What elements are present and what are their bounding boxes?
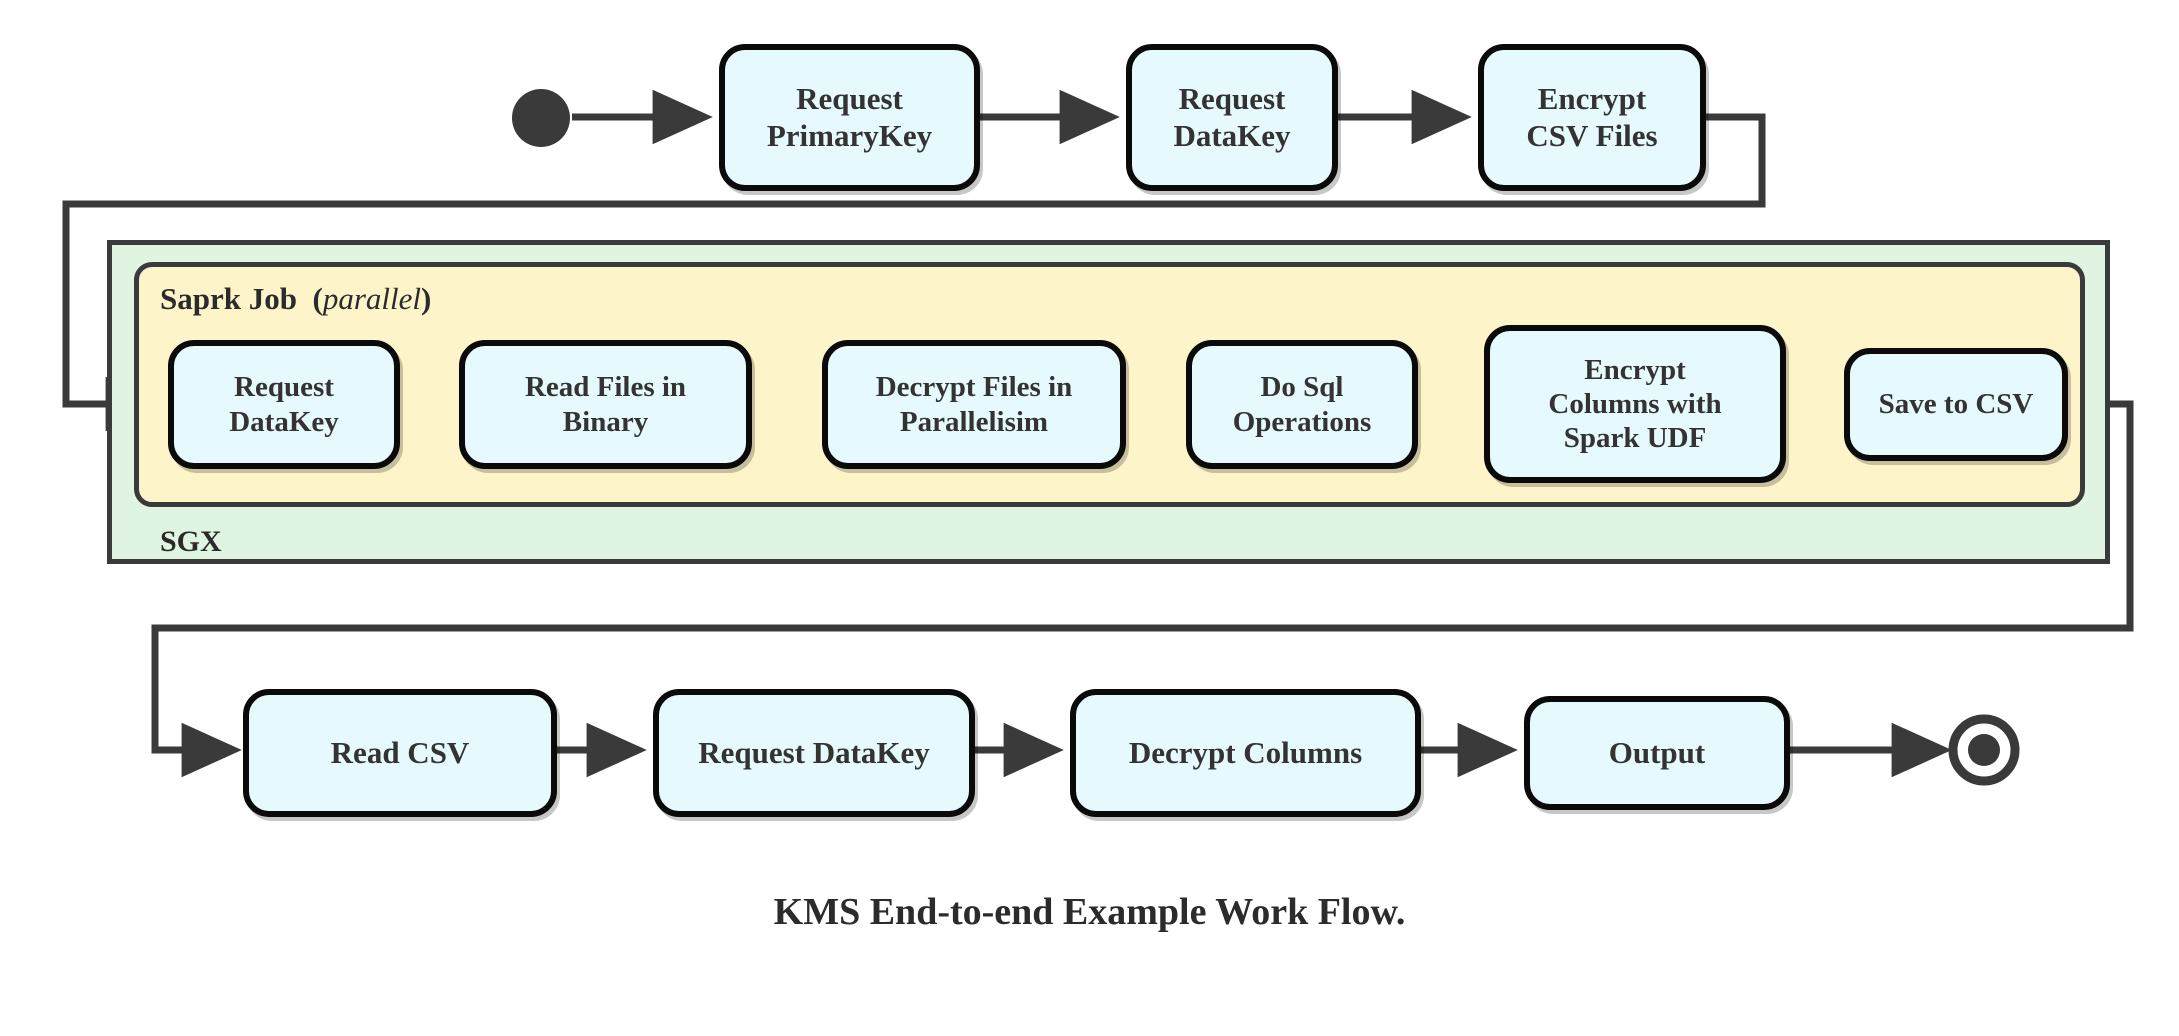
node-request-datakey-spark-line-1: Request [234, 371, 334, 404]
node-request-primarykey-line-2: PrimaryKey [766, 117, 933, 153]
node-encrypt-columns-with-spark-udf[interactable]: Encrypt Columns with Spark UDF [1484, 325, 1786, 483]
node-decrypt-columns[interactable]: Decrypt Columns [1070, 689, 1421, 817]
node-request-datakey-bottom-label: Request DataKey [698, 734, 930, 770]
region-spark-job-label: Saprk Job (parallel) [160, 281, 431, 317]
spark-job-qualifier-close: ) [420, 281, 432, 316]
node-encrypt-csv-files-line-1: Encrypt [1537, 80, 1647, 116]
spark-job-title: Saprk Job [160, 281, 297, 316]
node-request-primarykey[interactable]: Request PrimaryKey [719, 44, 980, 191]
node-do-sql-operations[interactable]: Do Sql Operations [1186, 340, 1418, 469]
diagram-caption: KMS End-to-end Example Work Flow. [773, 891, 1406, 933]
node-output[interactable]: Output [1524, 696, 1790, 810]
node-request-datakey-top-line-2: DataKey [1173, 117, 1291, 153]
node-decrypt-files-in-parallelisim-line-2: Parallelisim [899, 405, 1049, 438]
arrow-save-csv-to-read-csv [151, 400, 2134, 778]
node-decrypt-files-in-parallelisim-line-1: Decrypt Files in [875, 371, 1073, 404]
node-request-datakey-top[interactable]: Request DataKey [1126, 44, 1338, 191]
node-encrypt-columns-with-spark-udf-line-2: Columns with [1548, 387, 1722, 420]
end-node [1948, 714, 2020, 786]
node-request-datakey-top-line-1: Request [1178, 80, 1286, 116]
node-do-sql-operations-line-1: Do Sql [1260, 371, 1344, 404]
node-request-datakey-spark[interactable]: Request DataKey [168, 340, 400, 469]
node-decrypt-files-in-parallelisim[interactable]: Decrypt Files in Parallelisim [822, 340, 1126, 469]
node-read-csv-label: Read CSV [330, 734, 470, 770]
start-node [512, 89, 570, 147]
node-encrypt-columns-with-spark-udf-line-3: Spark UDF [1563, 422, 1707, 455]
node-read-files-in-binary[interactable]: Read Files in Binary [459, 340, 752, 469]
spark-job-qualifier: parallel [322, 281, 421, 316]
node-encrypt-csv-files-line-2: CSV Files [1526, 117, 1658, 153]
node-request-datakey-bottom[interactable]: Request DataKey [653, 689, 975, 817]
node-request-primarykey-line-1: Request [796, 80, 903, 116]
node-do-sql-operations-line-2: Operations [1232, 405, 1372, 438]
node-output-label: Output [1608, 734, 1706, 770]
node-read-files-in-binary-line-1: Read Files in [524, 371, 687, 404]
node-save-to-csv[interactable]: Save to CSV [1844, 348, 2068, 461]
region-sgx-label: SGX [160, 525, 222, 558]
node-request-datakey-spark-line-2: DataKey [229, 405, 339, 438]
arrow-encrypt-csv-to-spark-datakey [62, 113, 1766, 432]
node-read-csv[interactable]: Read CSV [243, 689, 557, 817]
node-read-files-in-binary-line-2: Binary [562, 405, 649, 438]
node-encrypt-csv-files[interactable]: Encrypt CSV Files [1478, 44, 1706, 191]
node-save-to-csv-label: Save to CSV [1878, 388, 2034, 421]
node-decrypt-columns-label: Decrypt Columns [1128, 734, 1363, 770]
spark-job-qualifier-open: ( [312, 281, 323, 316]
node-encrypt-columns-with-spark-udf-line-1: Encrypt [1584, 353, 1686, 386]
